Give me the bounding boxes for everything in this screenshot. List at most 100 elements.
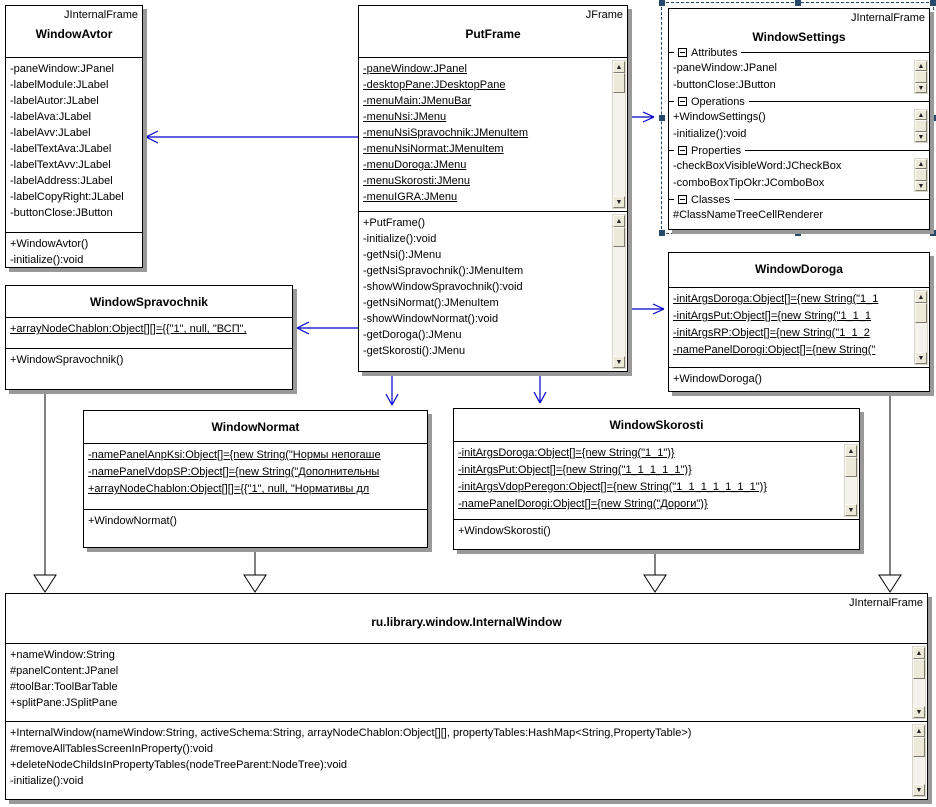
class-title: WindowSpravochnik <box>90 295 208 309</box>
dependency-putframe-windowskorosti[interactable] <box>533 372 547 404</box>
class-box-windowdoroga[interactable]: WindowDoroga -initArgsDoroga:Object[]={n… <box>668 252 930 392</box>
scroll-down-button[interactable]: ▼ <box>913 706 925 718</box>
scroll-down-button[interactable]: ▼ <box>845 504 857 516</box>
scroll-up-button[interactable]: ▲ <box>915 110 927 120</box>
class-box-windowavtor[interactable]: JInternalFrame WindowAvtor -paneWindow:J… <box>5 5 143 268</box>
generalization-windowdoroga-internalwindow[interactable] <box>878 392 902 593</box>
group-header[interactable]: Classes <box>669 192 929 207</box>
methods-compartment: +WindowAvtor() -initialize():void <box>6 232 142 267</box>
scrollbar[interactable]: ▲ ▼ <box>612 214 626 369</box>
attribute: -paneWindow:JPanel <box>10 63 114 75</box>
selection-handle[interactable] <box>794 230 801 236</box>
collapse-icon[interactable] <box>678 146 687 155</box>
group-properties: Properties -checkBoxVisibleWord:JCheckBo… <box>669 143 929 192</box>
scrollbar[interactable]: ▲ ▼ <box>914 109 928 143</box>
dependency-putframe-windownormat[interactable] <box>385 372 399 406</box>
selection-handle[interactable] <box>930 0 936 6</box>
scroll-up-button[interactable]: ▲ <box>915 61 927 71</box>
selection-handle[interactable] <box>930 230 936 236</box>
method: +WindowSkorosti() <box>458 525 551 537</box>
selection-handle[interactable] <box>930 115 936 121</box>
scroll-down-button[interactable]: ▼ <box>915 181 927 191</box>
scroll-up-button[interactable]: ▲ <box>845 445 857 457</box>
group-label: Operations <box>691 95 745 108</box>
scroll-thumb[interactable] <box>915 303 927 323</box>
scroll-down-button[interactable]: ▼ <box>915 132 927 142</box>
method: -initialize():void <box>10 254 84 266</box>
class-box-internalwindow[interactable]: JInternalFrame ru.library.window.Interna… <box>5 593 928 800</box>
attribute: -labelAvv:JLabel <box>10 127 91 139</box>
generalization-windowskorosti-internalwindow[interactable] <box>643 550 667 593</box>
class-box-putframe[interactable]: JFrame PutFrame -paneWindow:JPanel -desk… <box>358 5 628 372</box>
attributes-compartment: -paneWindow:JPanel -labelModule:JLabel -… <box>6 57 142 232</box>
divider <box>669 101 674 102</box>
scroll-down-button[interactable]: ▼ <box>613 196 625 208</box>
dependency-putframe-windowspravochnik[interactable] <box>296 321 358 335</box>
scroll-thumb[interactable] <box>915 169 927 181</box>
stereotype-label: JInternalFrame <box>849 597 923 609</box>
attribute: -initArgsRP:Object[]={new String("1_1_2 <box>673 327 870 339</box>
method: +WindowSpravochnik() <box>10 354 124 366</box>
scroll-thumb[interactable] <box>915 71 927 83</box>
scroll-thumb[interactable] <box>845 457 857 477</box>
class-box-windownormat[interactable]: WindowNormat -namePanelAnpKsi:Object[]={… <box>83 410 428 548</box>
group-header[interactable]: Attributes <box>669 45 929 60</box>
scrollbar[interactable]: ▲ ▼ <box>914 290 928 365</box>
scroll-up-button[interactable]: ▲ <box>613 61 625 73</box>
scroll-up-button[interactable]: ▲ <box>915 159 927 169</box>
scrollbar[interactable]: ▲ ▼ <box>914 60 928 94</box>
method: -initialize():void <box>363 233 437 245</box>
scrollbar[interactable]: ▲ ▼ <box>912 646 926 719</box>
selection-rectangle[interactable] <box>659 0 936 236</box>
scroll-down-button[interactable]: ▼ <box>613 356 625 368</box>
group-header[interactable]: Operations <box>669 94 929 109</box>
group-header[interactable]: Properties <box>669 143 929 158</box>
class-box-windowsettings[interactable]: JInternalFrame WindowSettings Attributes… <box>668 8 930 230</box>
selection-handle[interactable] <box>659 230 665 236</box>
scroll-up-button[interactable]: ▲ <box>913 725 925 737</box>
class-box-windowspravochnik[interactable]: WindowSpravochnik +arrayNodeChablon:Obje… <box>5 285 293 390</box>
scrollbar[interactable]: ▲ ▼ <box>612 60 626 209</box>
scrollbar[interactable]: ▲ ▼ <box>912 724 926 797</box>
collapse-icon[interactable] <box>678 97 687 106</box>
scroll-up-button[interactable]: ▲ <box>613 215 625 227</box>
selection-handle[interactable] <box>794 0 801 6</box>
collapse-icon[interactable] <box>678 195 687 204</box>
scrollbar[interactable]: ▲ ▼ <box>844 444 858 517</box>
scroll-up-button[interactable]: ▲ <box>915 291 927 303</box>
dependency-putframe-windowavtor[interactable] <box>145 130 358 144</box>
selection-handle[interactable] <box>659 115 665 121</box>
methods-compartment: +WindowNormat() <box>84 509 427 547</box>
attribute: -initArgsVdopPeregon:Object[]={new Strin… <box>458 481 767 493</box>
attribute: -menuNsiNormat:JMenuItem <box>363 143 504 155</box>
scroll-thumb[interactable] <box>613 73 625 93</box>
method: +WindowNormat() <box>88 515 177 527</box>
collapse-icon[interactable] <box>678 48 687 57</box>
selection-handle[interactable] <box>659 0 665 6</box>
scroll-down-icon: ▼ <box>917 182 925 190</box>
scroll-up-icon: ▲ <box>847 447 855 455</box>
scrollbar[interactable]: ▲ ▼ <box>914 158 928 192</box>
scroll-down-button[interactable]: ▼ <box>915 83 927 93</box>
scroll-down-icon: ▼ <box>915 786 923 794</box>
group-label: Classes <box>691 193 731 206</box>
scroll-up-button[interactable]: ▲ <box>913 647 925 659</box>
methods-compartment: +WindowSkorosti() <box>454 519 859 549</box>
scroll-down-button[interactable]: ▼ <box>913 784 925 796</box>
methods-compartment: +PutFrame() -initialize():void -getNsi()… <box>359 211 627 371</box>
scroll-thumb[interactable] <box>613 227 625 247</box>
generalization-windownormat-internalwindow[interactable] <box>243 548 267 593</box>
method: #removeAllTablesScreenInProperty():void <box>10 743 213 755</box>
scroll-thumb[interactable] <box>913 737 925 757</box>
stereotype-label: JInternalFrame <box>64 9 138 21</box>
scroll-thumb[interactable] <box>915 120 927 132</box>
class-box-windowskorosti[interactable]: WindowSkorosti -initArgsDoroga:Object[]=… <box>453 408 860 550</box>
attribute: -initArgsPut:Object[]={new String("1_1_1 <box>673 310 872 322</box>
scroll-thumb[interactable] <box>913 659 925 679</box>
generalization-windowspravochnik-internalwindow[interactable] <box>33 390 57 593</box>
dependency-putframe-windowdoroga[interactable] <box>628 303 665 315</box>
dependency-putframe-windowsettings[interactable] <box>628 111 655 123</box>
scroll-down-button[interactable]: ▼ <box>915 352 927 364</box>
attribute: -initArgsDoroga:Object[]={new String("1_… <box>673 293 879 305</box>
